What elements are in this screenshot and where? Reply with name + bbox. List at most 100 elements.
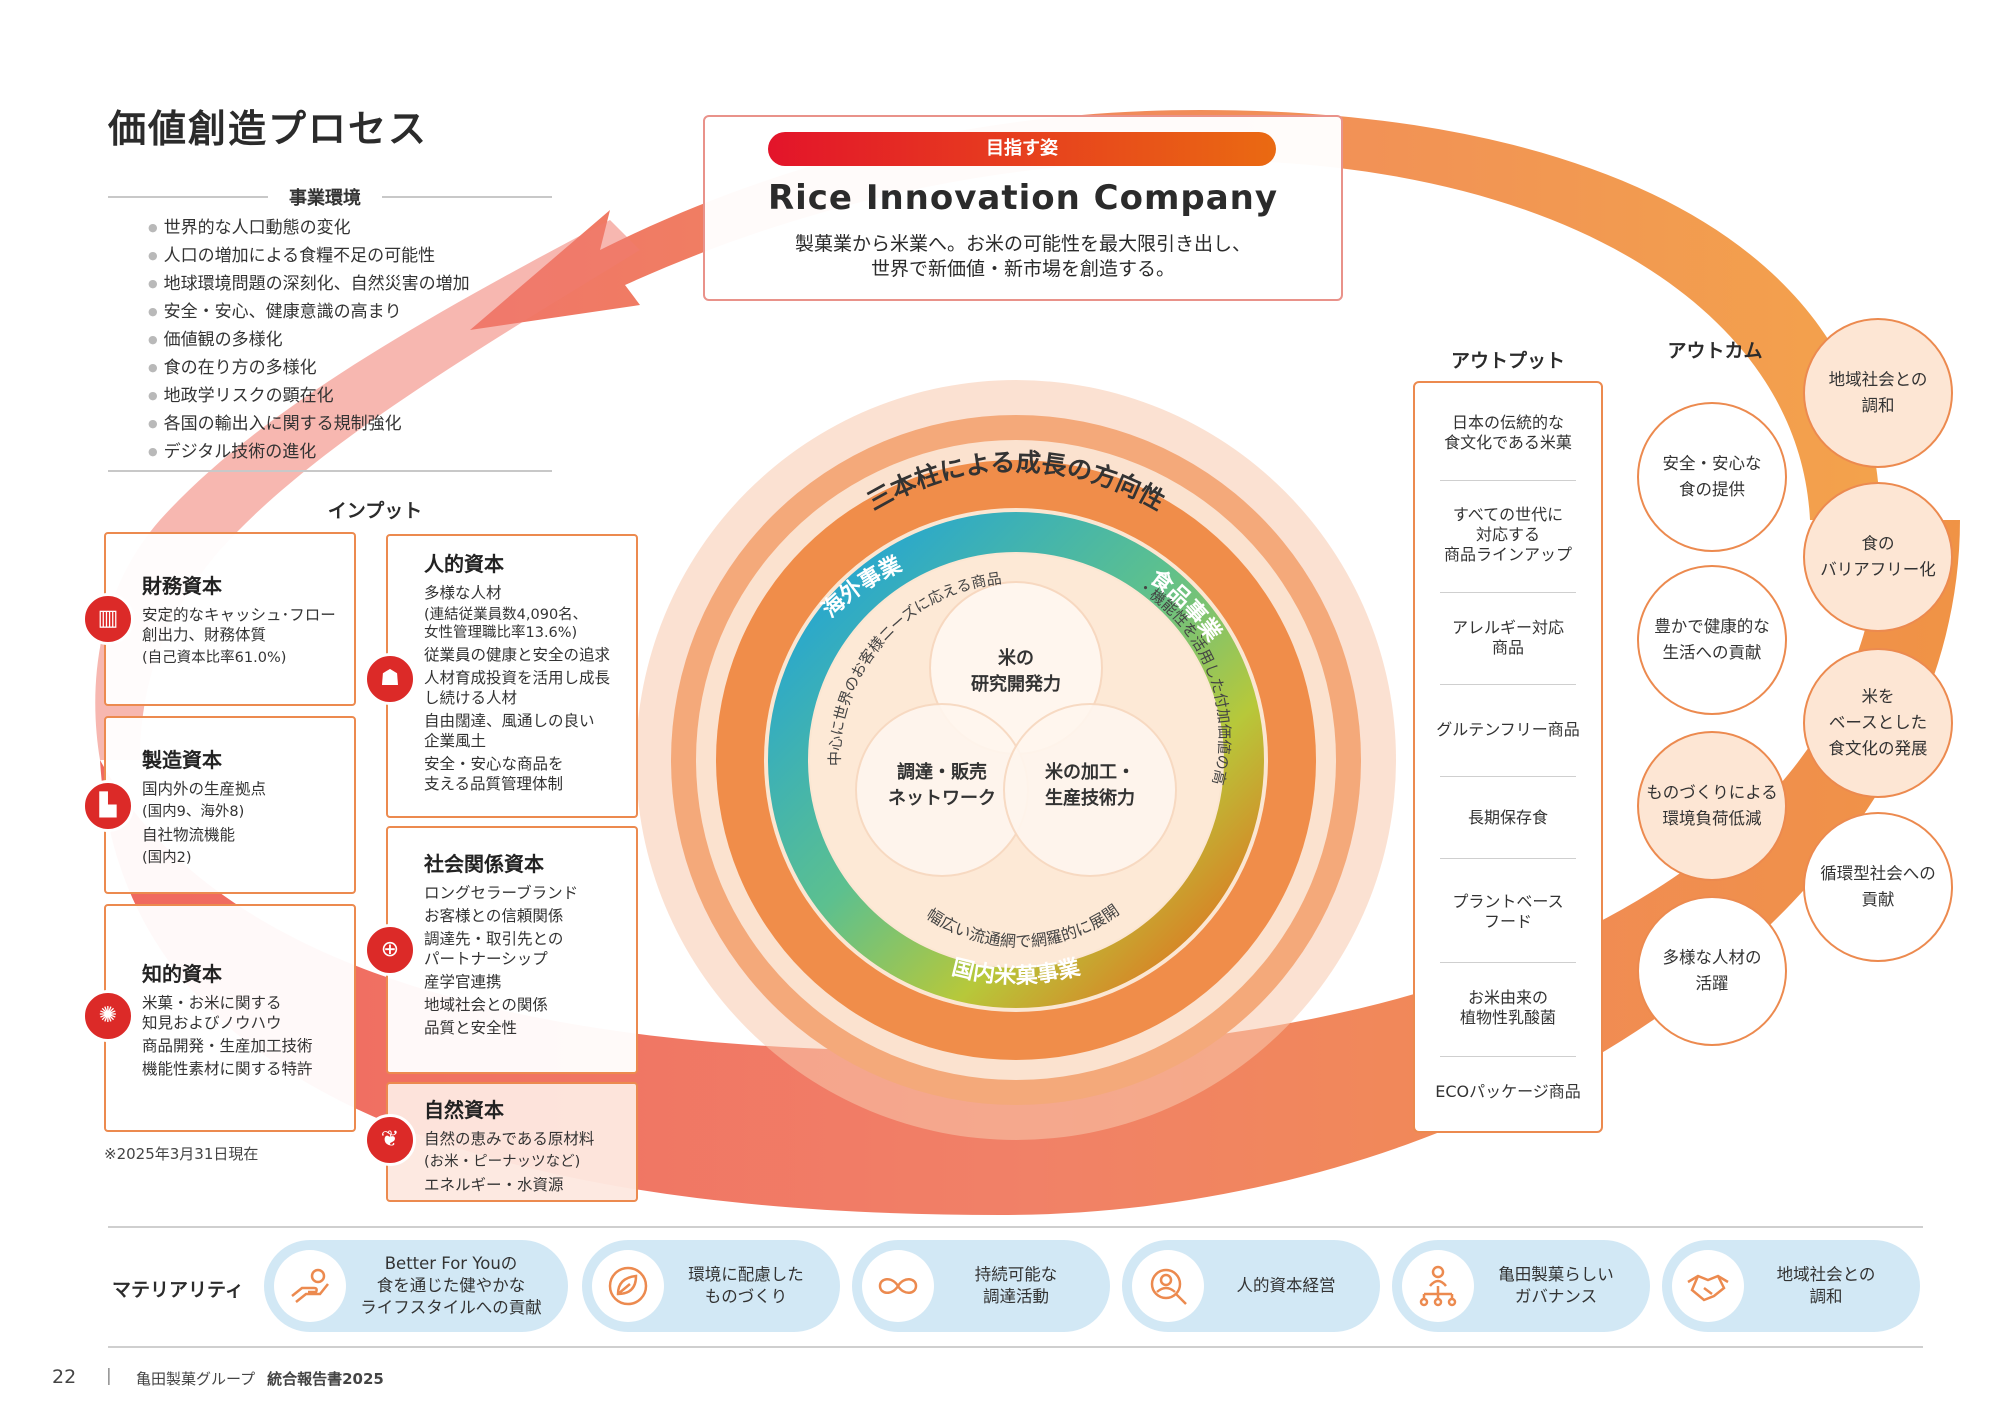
output-item: すべての世代に 対応する 商品ラインアップ	[1443, 505, 1572, 564]
materiality-label: 地域社会との 調和	[1776, 1265, 1876, 1306]
philosophy-label: 経営理念	[959, 309, 1073, 345]
manufacturing-capital-box: 製造資本 国内外の生産拠点 (国内9、海外8) 自社物流機能 (国内2)	[104, 716, 356, 894]
financial-capital-line: 安定的なキャッシュ･フロー 創出力、財務体質	[142, 606, 336, 644]
environment-heading: 事業環境	[289, 188, 361, 209]
materiality-label: Better For Youの 食を通じた健やかな ライフスタイルへの貢献	[360, 1254, 542, 1317]
human-capital-line: 安全・安心な商品を 支える品質管理体制	[424, 755, 564, 793]
outcomes-heading: アウトカム	[1667, 340, 1763, 362]
natural-capital-line: エネルギー・水資源	[424, 1176, 564, 1194]
infinity-icon	[878, 1278, 918, 1294]
materiality-item-governance: 亀田製菓らしい ガバナンス	[1392, 1240, 1650, 1332]
intellectual-capital-title: 知的資本	[142, 962, 222, 986]
social-capital-line: 品質と安全性	[424, 1019, 518, 1037]
materiality-label: 亀田製菓らしい ガバナンス	[1498, 1265, 1614, 1306]
list-item: 人口の増加による食糧不足の可能性	[148, 243, 470, 271]
output-item: ECOパッケージ商品	[1435, 1082, 1581, 1101]
human-capital-title: 人的資本	[424, 552, 504, 576]
outcome-circle: ものづくりによる 環境負荷低減	[1637, 731, 1787, 881]
materiality-item-community: 地域社会との 調和	[1662, 1240, 1920, 1332]
materiality-rule-bottom	[108, 1346, 1923, 1348]
human-capital-line: 自由闊達、風通しの良い 企業風土	[424, 712, 595, 750]
outcome-circle: 多様な人材の 活躍	[1637, 896, 1787, 1046]
materiality-heading: マテリアリティ	[112, 1279, 244, 1301]
core-label-processing: 米の加工・ 生産技術力	[1045, 762, 1135, 809]
list-item: デジタル技術の進化	[148, 439, 470, 467]
output-divider	[1440, 962, 1576, 963]
output-divider	[1440, 776, 1576, 777]
outputs-box	[1413, 381, 1603, 1133]
materiality-label: 環境に配慮した ものづくり	[688, 1265, 804, 1306]
environment-list: 世界的な人口動態の変化 人口の増加による食糧不足の可能性 地球環境問題の深刻化、…	[148, 215, 470, 467]
materiality-item-human-capital: 人的資本経営	[1122, 1240, 1380, 1332]
materiality-rule-top	[108, 1226, 1923, 1228]
footer-separator: |	[106, 1366, 112, 1386]
date-note: ※2025年3月31日現在	[104, 1145, 259, 1163]
goal-description: 製菓業から米業へ。お米の可能性を最大限引き出し、 世界で新価値・新市場を創造する…	[794, 233, 1251, 280]
output-item: 日本の伝統的な 食文化である米菓	[1444, 413, 1572, 452]
footer-org-name: 亀田製菓グループ	[136, 1370, 256, 1388]
outcome-circle: 循環型社会への 貢献	[1803, 812, 1953, 962]
social-capital-box: 社会関係資本 ロングセラーブランド お客様との信頼関係 調達先・取引先との パー…	[386, 826, 638, 1074]
social-capital-line: お客様との信頼関係	[424, 907, 564, 925]
inputs-heading: インプット	[327, 500, 423, 522]
output-item: グルテンフリー商品	[1436, 720, 1580, 739]
materiality-item-environment: 環境に配慮した ものづくり	[582, 1240, 840, 1332]
financial-capital-line: (自己資本比率61.0%)	[142, 650, 287, 666]
footer-org: 亀田製菓グループ統合報告書2025	[136, 1368, 384, 1389]
human-capital-line: 従業員の健康と安全の追求	[424, 646, 611, 664]
financial-capital-box: 財務資本 安定的なキャッシュ･フロー 創出力、財務体質 (自己資本比率61.0%…	[104, 532, 356, 706]
human-capital-line: 多様な人材	[424, 584, 502, 602]
leaf-icon: ❦	[364, 1114, 416, 1166]
output-item: アレルギー対応 商品	[1451, 618, 1564, 657]
core-circle-processing	[1003, 703, 1177, 877]
lightbulb-icon: ✺	[82, 990, 134, 1042]
output-item: お米由来の 植物性乳酸菌	[1459, 988, 1556, 1027]
materiality-label: 人的資本経営	[1236, 1276, 1336, 1295]
globe-icon: ⊕	[364, 924, 416, 976]
core-label-network: 調達・販売 ネットワーク	[888, 762, 996, 809]
human-capital-box: 人的資本 多様な人材 (連結従業員数4,090名、 女性管理職比率13.6%) …	[386, 534, 638, 818]
natural-capital-box: 自然資本 自然の恵みである原材料 (お米・ピーナッツなど) エネルギー・水資源	[386, 1082, 638, 1202]
outcome-circle: 豊かで健康的な 生活への貢献	[1637, 565, 1787, 715]
output-divider	[1440, 480, 1576, 481]
materiality-label: 持続可能な 調達活動	[974, 1265, 1058, 1306]
intellectual-capital-line: 機能性素材に関する特許	[142, 1060, 313, 1078]
list-item: 地政学リスクの顕在化	[148, 383, 470, 411]
social-capital-line: 産学官連携	[424, 973, 502, 991]
human-capital-line: 人材育成投資を活用し成長 し続ける人材	[424, 669, 611, 707]
outcome-circle: 地域社会との 調和	[1803, 318, 1953, 468]
manufacturing-capital-line: 国内外の生産拠点	[142, 780, 267, 798]
output-item: 長期保存食	[1467, 808, 1548, 827]
outcome-circle: 安全・安心な 食の提供	[1637, 402, 1787, 552]
social-capital-line: ロングセラーブランド	[424, 884, 579, 902]
goal-name: Rice Innovation Company	[767, 178, 1279, 218]
manufacturing-capital-line: 自社物流機能	[142, 826, 236, 844]
social-capital-title: 社会関係資本	[424, 852, 544, 876]
eco-leaf-icon	[608, 1266, 648, 1306]
page-number: 22	[52, 1366, 77, 1388]
list-item: 地球環境問題の深刻化、自然災害の増加	[148, 271, 470, 299]
list-item: 世界的な人口動態の変化	[148, 215, 470, 243]
output-divider	[1440, 1056, 1576, 1057]
hand-icon	[291, 1268, 329, 1303]
financial-capital-title: 財務資本	[142, 574, 222, 598]
intellectual-capital-line: 米菓・お米に関する 知見およびノウハウ	[142, 994, 282, 1032]
list-item: 安全・安心、健康意識の高まり	[148, 299, 470, 327]
natural-capital-line: (お米・ピーナッツなど)	[424, 1154, 581, 1170]
social-capital-line: 調達先・取引先との パートナーシップ	[424, 930, 564, 968]
environment-rule-right	[382, 196, 552, 198]
list-item: 価値観の多様化	[148, 327, 470, 355]
footer-doc-title: 統合報告書2025	[267, 1370, 384, 1388]
outcome-circle: 米を ベースとした 食文化の発展	[1803, 648, 1953, 798]
goal-label-pill: 目指す姿	[768, 132, 1276, 166]
materiality-item-procurement: 持続可能な 調達活動	[852, 1240, 1110, 1332]
chart-icon: ▥	[82, 593, 134, 645]
materiality-item-wellbeing: Better For Youの 食を通じた健やかな ライフスタイルへの貢献	[264, 1240, 568, 1332]
intellectual-capital-line: 商品開発・生産加工技術	[142, 1037, 313, 1055]
manufacturing-capital-title: 製造資本	[142, 748, 222, 772]
org-chart-icon	[1419, 1265, 1457, 1307]
list-item: 食の在り方の多様化	[148, 355, 470, 383]
outputs-heading: アウトプット	[1450, 350, 1565, 372]
natural-capital-title: 自然資本	[424, 1098, 504, 1122]
handshake-icon	[1687, 1274, 1729, 1302]
